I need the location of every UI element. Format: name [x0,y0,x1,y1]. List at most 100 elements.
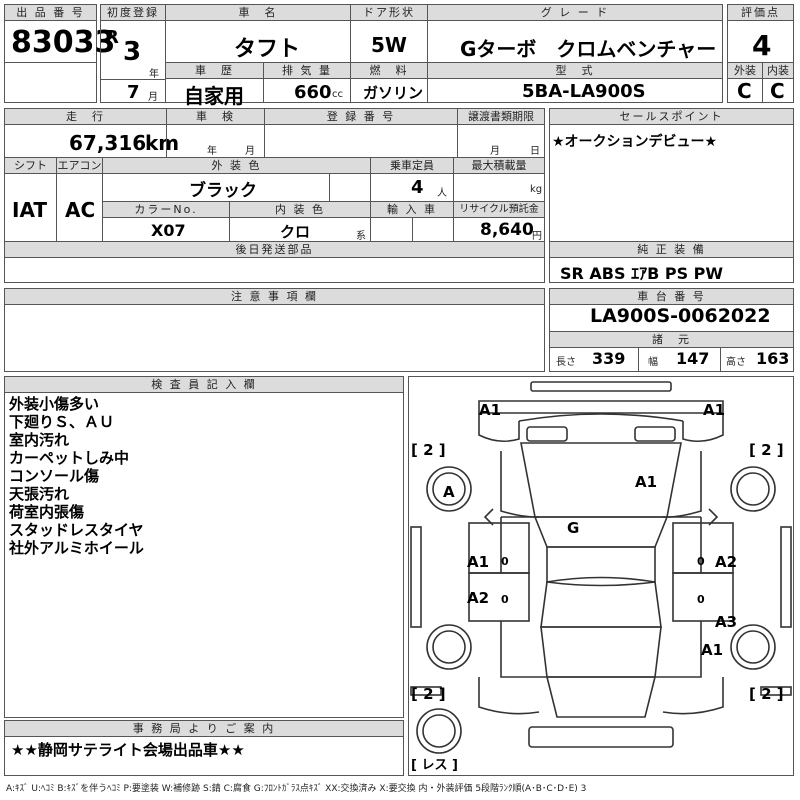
chassis-number: LA900S-0062022 [590,305,771,327]
inspector-label: 検 査 員 記 入 欄 [5,377,403,393]
color-number: X07 [151,221,186,240]
capacity-cell: 乗車定員 4 人 [370,157,454,202]
height: 163 [756,349,790,368]
comment-line: コンソール傷 [9,467,100,485]
door-handle-mark: 0 [697,593,705,606]
genuine-equipment: SR ABS ｴｱB PS PW [560,264,724,283]
displacement-label: 排 気 量 [264,63,350,79]
grade-cell: グ レ ー ド Gターボ クロムベンチャー [427,4,723,63]
comment-line: 外装小傷多い [9,395,100,413]
comment-line: 天張汚れ [9,485,70,503]
color-number-cell: カラーNo. X07 [102,201,230,242]
score: 4 [752,29,772,62]
lot-number-label: 出 品 番 号 [5,5,96,21]
lot-blank-cell [4,62,97,103]
mileage: 67,316 [69,131,147,155]
ac-label: エアコン [57,158,102,174]
exterior-score-cell: 外装 C [727,62,763,103]
registration-month: 7 [127,82,140,103]
interior-color-unit: 系 [356,231,366,242]
interior-score-cell: 内装 C [762,62,794,103]
notes-label: 注 意 事 項 欄 [5,289,544,305]
divider [638,347,639,371]
car-name: タフト [234,37,301,62]
recycle-label: リサイクル預託金 [454,202,544,218]
ac: AC [65,198,96,222]
import-label: 輸 入 車 [371,202,453,218]
transfer-day-unit: 日 [530,146,540,157]
exterior-color-cell: 外 装 色 ブラック [102,157,371,202]
transfer-deadline-cell: 譲渡書類期限 月 日 [457,108,545,158]
model: 5BA-LA900S [522,81,646,102]
mileage-cell: 走 行 67,316 km [4,108,179,158]
color-number-label: カラーNo. [103,202,229,218]
recycle-cell: リサイクル預託金 8,640 円 [453,201,545,242]
fuel: ガソリン [363,84,424,102]
comment-line: 荷室内張傷 [9,503,85,521]
inspector-comments: 外装小傷多い 下廻りＳ、ＡＵ 室内汚れ カーペットしみ中 コンソール傷 天張汚れ… [9,395,144,557]
inspection-year-unit: 年 [207,146,217,157]
first-registration-cell: 初度登録 R 3 年 7 月 [100,4,166,103]
mark-hood: A1 [635,473,657,491]
sales-point-cell: セールスポイント ★オークションデビュー★ [549,108,794,242]
mark-tire-front-left: A [443,483,455,501]
registration-era: R [105,27,119,48]
bracket-spare: [ レス ] [411,758,458,773]
capacity-unit: 人 [437,188,447,199]
score-label: 評価点 [728,5,793,21]
mark-left-front-door: A1 [467,553,489,571]
door-handle-mark: 0 [501,555,509,568]
car-name-label: 車 名 [166,5,350,21]
import-cell: 輸 入 車 [370,201,454,242]
displacement-unit: cc [332,89,343,100]
mark-right-front-door: A2 [715,553,737,571]
comment-line: スタッドレスタイヤ [9,521,144,539]
door-type: 5W [371,33,407,57]
office-note-cell: 事 務 局 よ り ご 案 内 ★★静岡サテライト会場出品車★★ [4,720,404,776]
mark-front-left: A1 [479,401,501,419]
fuel-label: 燃 料 [351,63,427,79]
history-label: 車 歴 [166,63,263,79]
registration-year: 3 [123,37,142,67]
capacity-label: 乗車定員 [371,158,453,174]
model-cell: 型 式 5BA-LA900S [427,62,723,103]
comment-line: 下廻りＳ、ＡＵ [9,413,115,431]
car-name-cell: 車 名 タフト [165,4,351,63]
exterior-color: ブラック [189,181,257,201]
door-cell: ドア形状 5W [350,4,428,63]
sales-point: ★オークションデビュー★ [552,134,718,150]
bracket-rear-left: [ 2 ] [411,685,446,703]
grade-label: グ レ ー ド [428,5,722,21]
mark-right-rear-fender: A1 [701,641,723,659]
comment-line: 社外アルミホイール [9,539,144,557]
reg-number-label: 登 録 番 号 [265,109,457,125]
legend: A:ｷｽﾞ U:ﾍｺﾐ B:ｷｽﾞを伴うﾍｺﾐ P:要塗装 W:補修跡 S:錆 … [6,784,587,794]
shift-cell: シフト IAT [4,157,57,242]
sales-point-label: セールスポイント [550,109,793,125]
score-cell: 評価点 4 [727,4,794,63]
mark-left-rear-door: A2 [467,589,489,607]
specs-label: 諸 元 [550,331,793,348]
later-parts-cell: 後日発送部品 [4,241,545,283]
width: 147 [676,349,710,368]
interior-color: クロ [280,223,311,241]
width-label: 幅 [648,357,658,368]
genuine-equipment-label: 純 正 装 備 [550,242,793,258]
comment-line: 室内汚れ [9,431,70,449]
interior-label: 内装 [763,63,793,79]
registration-year-unit: 年 [149,69,159,80]
exterior-score: C [737,79,752,103]
max-load-cell: 最大積載量 kg [453,157,545,202]
length: 339 [592,349,626,368]
bracket-front-right: [ 2 ] [749,441,784,459]
interior-score: C [770,79,785,103]
transfer-month-unit: 月 [490,146,500,157]
bracket-front-left: [ 2 ] [411,441,446,459]
history-cell: 車 歴 自家用 [165,62,264,108]
grade: Gターボ クロムベンチャー [460,37,717,61]
divider [720,347,721,371]
history: 自家用 [184,84,244,108]
recycle-unit: 円 [532,231,542,242]
capacity: 4 [411,177,424,198]
interior-color-cell: 内 装 色 クロ 系 [229,201,371,242]
